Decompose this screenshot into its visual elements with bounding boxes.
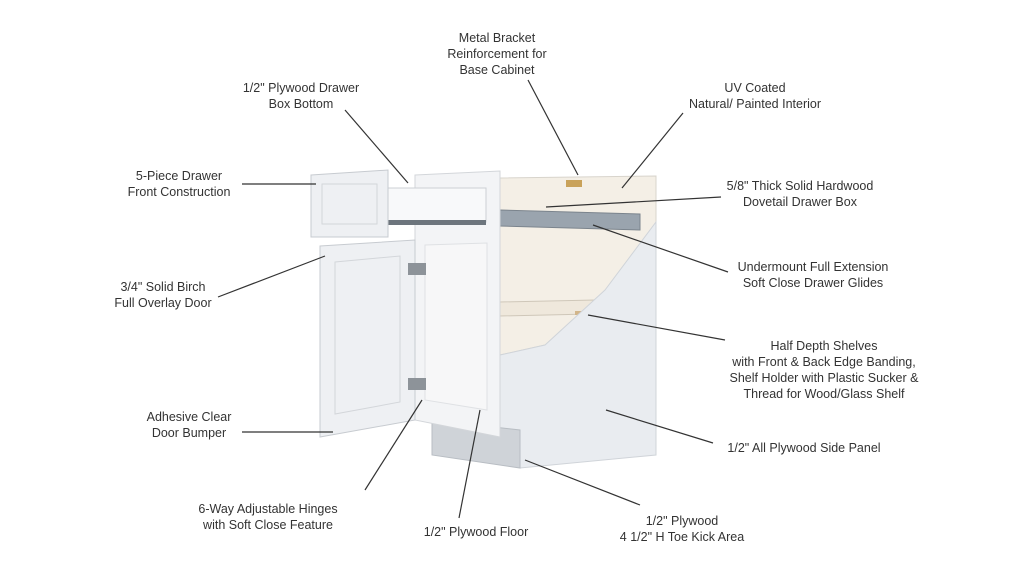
hinge-bottom-icon [408,378,426,390]
label-line: Dovetail Drawer Box [743,195,857,209]
leader-side-panel [605,409,714,444]
label-dovetail-box: 5/8" Thick Solid Hardwood Dovetail Drawe… [727,178,874,210]
metal-bracket [566,180,582,187]
label-line: Full Overlay Door [114,296,212,310]
label-drawer-front: 5-Piece Drawer Front Construction [128,168,231,200]
drawer-rail [388,220,486,225]
label-line: 1/2" Plywood Floor [423,525,529,539]
label-floor: 1/2" Plywood Floor [424,524,529,540]
label-line: 1/2" All Plywood Side Panel [727,441,881,455]
leader-birch-door [217,255,326,298]
label-line: 5/8" Thick Solid Hardwood [726,179,874,193]
drawer-front-panel [321,183,378,225]
leader-drawer-glides [592,224,729,273]
label-line: Soft Close Drawer Glides [742,276,884,290]
leader-metal-bracket [527,79,579,176]
leader-dovetail-box [545,196,722,208]
label-metal-bracket: Metal Bracket Reinforcement for Base Cab… [447,30,546,78]
label-line: Adhesive Clear [146,410,232,424]
label-line: Reinforcement for [447,47,547,61]
label-line: Base Cabinet [459,63,535,77]
leader-hinges [364,399,423,491]
label-toe-kick: 1/2" Plywood 4 1/2" H Toe Kick Area [620,513,744,545]
label-hinges: 6-Way Adjustable Hinges with Soft Close … [198,501,337,533]
leader-toe-kick [524,459,641,506]
label-line: Front Construction [127,185,231,199]
label-line: Thread for Wood/Glass Shelf [743,387,905,401]
face-frame-opening [424,242,488,411]
label-line: UV Coated [724,81,786,95]
label-line: 6-Way Adjustable Hinges [198,502,338,516]
label-shelves: Half Depth Shelves with Front & Back Edg… [730,338,919,402]
label-door-bumper: Adhesive Clear Door Bumper [147,409,232,441]
label-line: Half Depth Shelves [770,339,878,353]
label-uv-coated: UV Coated Natural/ Painted Interior [689,80,821,112]
label-drawer-box-bottom: 1/2" Plywood Drawer Box Bottom [243,80,359,112]
leader-shelves [587,314,726,341]
label-drawer-glides: Undermount Full Extension Soft Close Dra… [738,259,889,291]
label-line: 1/2" Plywood Drawer [242,81,360,95]
label-line: Box Bottom [268,97,334,111]
door-panel [334,255,401,415]
label-line: Natural/ Painted Interior [688,97,822,111]
label-line: with Soft Close Feature [203,518,333,532]
label-line: 4 1/2" H Toe Kick Area [619,530,745,544]
leader-floor [458,409,481,519]
hinge-top-icon [408,263,426,275]
door [319,239,416,438]
leader-uv-coated [621,112,684,189]
label-line: Metal Bracket [458,31,536,45]
label-line: Undermount Full Extension [737,260,889,274]
label-side-panel: 1/2" All Plywood Side Panel [727,440,880,456]
drawer-front [310,169,389,238]
label-line: Shelf Holder with Plastic Sucker & [729,371,919,385]
label-line: 5-Piece Drawer [135,169,223,183]
label-line: 3/4" Solid Birch [120,280,206,294]
drawer-box [387,187,487,223]
label-line: with Front & Back Edge Banding, [732,355,916,369]
leader-lines [217,79,729,519]
label-line: 1/2" Plywood [645,514,719,528]
drawer-glide [499,209,641,231]
leader-drawer-box-bottom [344,109,409,184]
label-line: Door Bumper [151,426,227,440]
label-birch-door: 3/4" Solid Birch Full Overlay Door [114,279,211,311]
